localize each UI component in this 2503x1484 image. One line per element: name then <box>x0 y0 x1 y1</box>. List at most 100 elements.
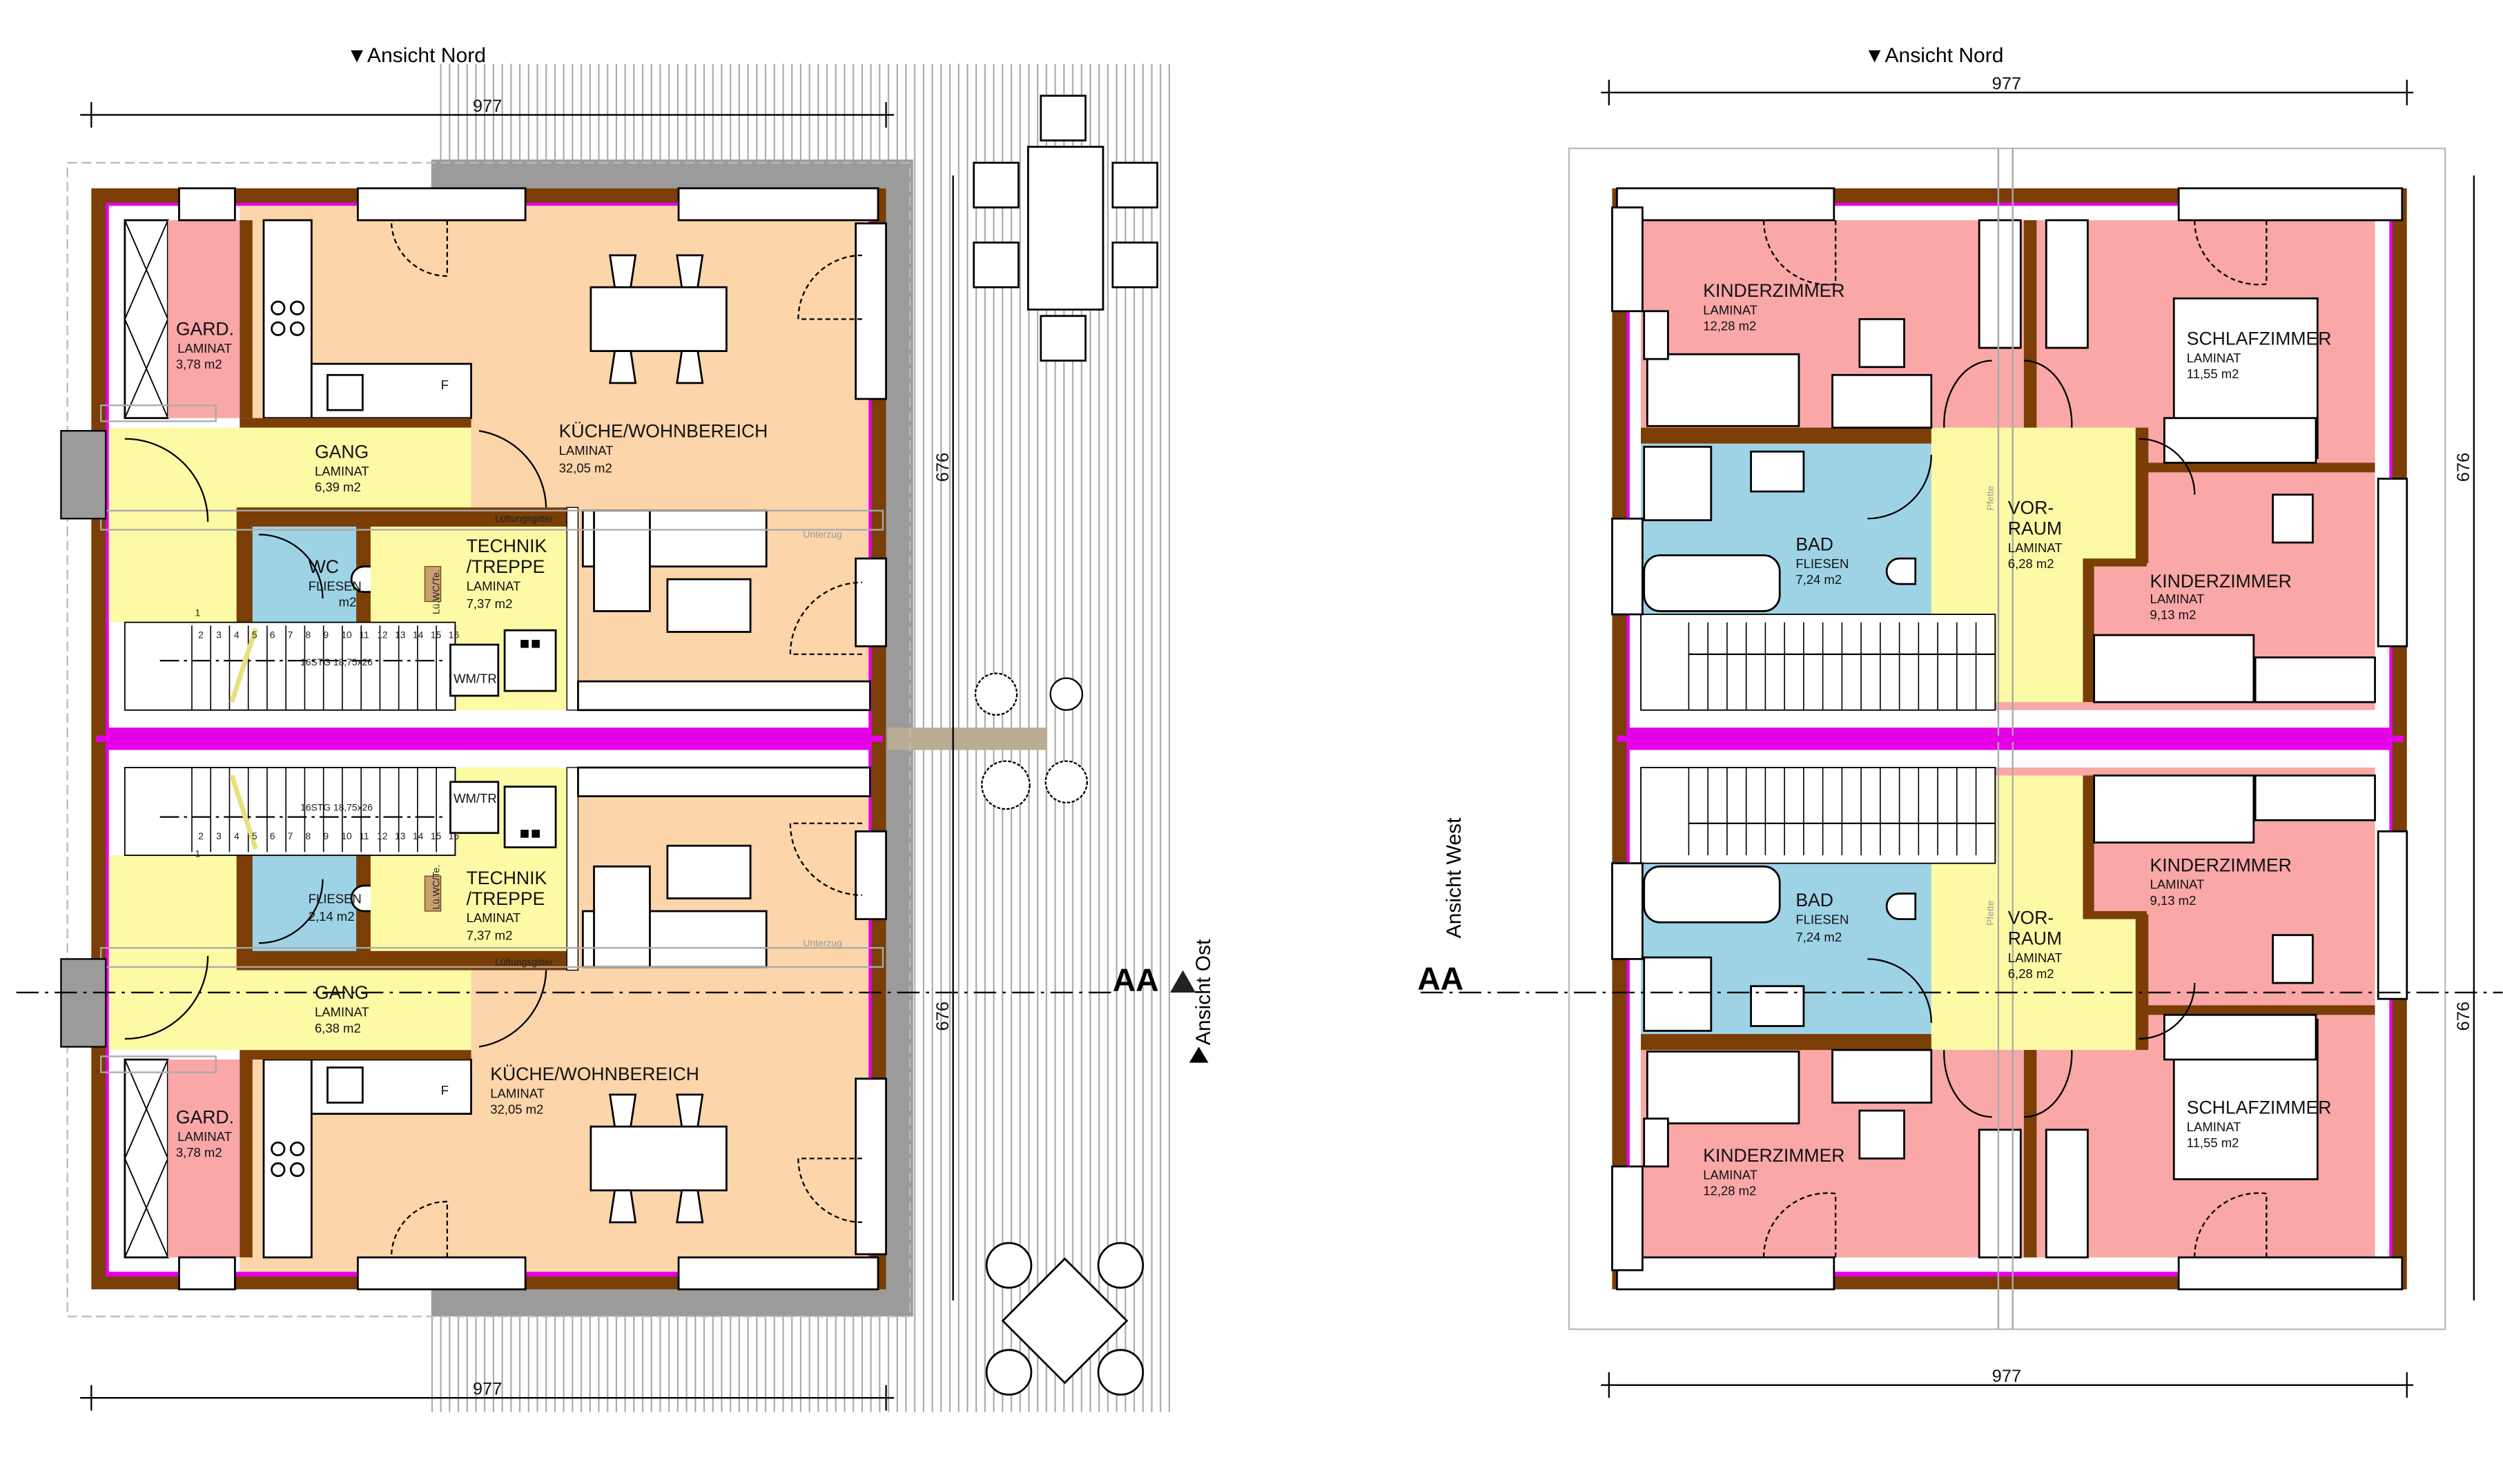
svg-text:3,78 m2: 3,78 m2 <box>176 357 222 371</box>
view-label-west: Ansicht West <box>1443 817 1465 938</box>
svg-text:GANG: GANG <box>315 441 369 462</box>
beam-label-top: Unterzug <box>803 529 841 540</box>
svg-text:KÜCHE/WOHNBEREICH: KÜCHE/WOHNBEREICH <box>559 420 768 441</box>
svg-text:9,13 m2: 9,13 m2 <box>2150 893 2197 908</box>
fridge-label-top: F <box>441 378 449 392</box>
dim-left-lower: 676 <box>933 1002 953 1031</box>
stair-number: 6 <box>270 830 275 841</box>
svg-text:7,37 m2: 7,37 m2 <box>467 928 513 943</box>
svg-text:LAMINAT: LAMINAT <box>559 443 614 458</box>
stair-number: 6 <box>270 629 275 641</box>
stair-number: 8 <box>306 830 311 841</box>
svg-text:VOR-: VOR- <box>2008 908 2054 928</box>
section-arrow-icon <box>1170 970 1196 993</box>
svg-text:TECHNIK: TECHNIK <box>467 536 547 556</box>
roof-outline-upper <box>1568 147 2446 1330</box>
svg-text:KINDERZIMMER: KINDERZIMMER <box>2150 571 2292 592</box>
stair-number: 4 <box>234 830 240 841</box>
svg-text:LAMINAT: LAMINAT <box>2150 877 2205 892</box>
dim-top-left: 977 <box>473 97 502 116</box>
svg-text:3,78 m2: 3,78 m2 <box>176 1145 222 1160</box>
duct-label-bottom: Lü.WC/Te. <box>430 865 441 910</box>
stair-number: 3 <box>216 830 222 841</box>
roof-outline <box>66 162 911 1318</box>
stair-number: 13 <box>395 629 406 641</box>
ground-floor-unit-mirrored <box>61 750 886 1289</box>
svg-text:6,39 m2: 6,39 m2 <box>315 480 361 494</box>
stair-number: 15 <box>431 830 442 841</box>
svg-text:LAMINAT: LAMINAT <box>2008 540 2063 555</box>
svg-text:KINDERZIMMER: KINDERZIMMER <box>1703 280 1844 301</box>
svg-text:BAD: BAD <box>1795 534 1833 555</box>
svg-text:LAMINAT: LAMINAT <box>490 1086 545 1101</box>
stair-number: 11 <box>359 629 369 641</box>
stair-number: 11 <box>359 830 369 841</box>
svg-text:11,55 m2: 11,55 m2 <box>2187 367 2239 381</box>
svg-text:LAMINAT: LAMINAT <box>1703 302 1757 317</box>
svg-text:SCHLAFZIMMER: SCHLAFZIMMER <box>2187 328 2332 349</box>
view-label-east: Ansicht Ost <box>1192 939 1215 1045</box>
stair-number: 16 <box>449 629 460 641</box>
stair-number: 8 <box>306 629 311 641</box>
ground-floor-unit <box>60 187 887 728</box>
svg-text:GARD.: GARD. <box>176 318 234 339</box>
stair-number: 1 <box>195 607 201 618</box>
svg-text:FLIESEN: FLIESEN <box>1795 556 1849 571</box>
purlin-label-bottom: Pfette <box>1985 900 1996 926</box>
stair-number: 12 <box>377 830 388 841</box>
dim-top-right: 977 <box>1992 74 2021 93</box>
svg-text:7,37 m2: 7,37 m2 <box>467 596 513 611</box>
svg-text:LAMINAT: LAMINAT <box>1703 1167 1757 1182</box>
svg-text:6,38 m2: 6,38 m2 <box>315 1021 361 1035</box>
stair-number: 14 <box>413 629 424 641</box>
svg-text:RAUM: RAUM <box>2008 518 2062 538</box>
svg-text:11,55 m2: 11,55 m2 <box>2187 1135 2239 1150</box>
svg-text:LAMINAT: LAMINAT <box>315 464 369 478</box>
svg-text:FLIESEN: FLIESEN <box>309 891 362 906</box>
svg-text:/TREPPE: /TREPPE <box>467 888 545 909</box>
view-arrow-east-icon <box>1189 1046 1209 1063</box>
stair-number: 2 <box>198 629 204 641</box>
stair-number: 5 <box>252 830 257 841</box>
vent-label-bottom: Lüftungsgitter <box>495 957 553 968</box>
stair-number: 9 <box>323 830 329 841</box>
svg-text:LAMINAT: LAMINAT <box>2187 1120 2241 1134</box>
svg-text:GANG: GANG <box>315 982 369 1003</box>
svg-text:LAMINAT: LAMINAT <box>177 1129 232 1144</box>
svg-text:KINDERZIMMER: KINDERZIMMER <box>2150 855 2292 875</box>
stair-number: 1 <box>195 848 201 859</box>
svg-text:SCHLAFZIMMER: SCHLAFZIMMER <box>2187 1097 2332 1118</box>
stairs-label-top: 16STG 18,75x26 <box>300 656 373 667</box>
fridge-label-bottom: F <box>441 1083 449 1097</box>
svg-text:12,28 m2: 12,28 m2 <box>1703 319 1756 333</box>
section-label-right: AA <box>1417 960 1463 996</box>
svg-text:7,24 m2: 7,24 m2 <box>1795 572 1842 587</box>
purlin-label-top: Pfette <box>1985 485 1996 511</box>
stair-number: 9 <box>323 629 329 641</box>
svg-text:9,13 m2: 9,13 m2 <box>2150 607 2197 622</box>
svg-text:12,28 m2: 12,28 m2 <box>1703 1184 1756 1198</box>
stair-number: 13 <box>395 830 406 841</box>
svg-text:VOR-: VOR- <box>2008 497 2054 518</box>
svg-text:m2: m2 <box>339 594 357 609</box>
svg-text:FLIESEN: FLIESEN <box>309 578 362 593</box>
beam-label-bottom: Unterzug <box>803 937 841 948</box>
dim-left-upper: 676 <box>933 453 953 482</box>
stair-number: 15 <box>431 629 442 641</box>
washer-label-bottom: WM/TR <box>454 791 497 806</box>
stair-number: 5 <box>252 629 257 641</box>
terrace-furniture <box>973 95 1158 1396</box>
svg-text:LAMINAT: LAMINAT <box>2150 592 2205 606</box>
